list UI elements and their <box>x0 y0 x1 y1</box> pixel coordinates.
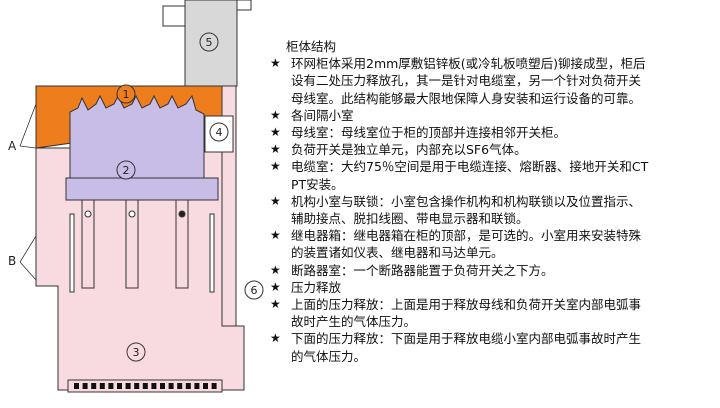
bullet-line: 上面的压力释放：上面是用于释放母线和负荷开关室内部电弧事 <box>291 297 642 313</box>
star-icon: ★ <box>270 331 281 346</box>
bullet-item: ★ 负荷开关是独立单元，内部充以SF6气体。 <box>270 141 716 158</box>
bullet-item: ★ 环网柜体采用2mm厚敷铝锌板(或冷轧板喷塑后)铆接成型，柜后设有二处压力释放孔… <box>270 55 716 107</box>
relay-box-side-strip <box>236 0 252 11</box>
bullet-item: ★ 母线室：母线室位于柜的顶部并连接相邻开关柜。 <box>270 124 716 141</box>
bullet-line: 下面的压力释放：下面是用于释放电缆小室内部电弧事故时产生 <box>291 331 642 347</box>
marker-5: 5 <box>199 32 219 52</box>
star-icon: ★ <box>270 159 281 174</box>
bullet-item: ★ 上面的压力释放：上面是用于释放母线和负荷开关室内部电弧事故时产生的气体压力。 <box>270 296 716 330</box>
load-switch-base <box>65 177 219 201</box>
side-label-a: A <box>8 139 17 153</box>
star-icon: ★ <box>270 56 281 71</box>
vent-slot <box>91 383 97 389</box>
bullet-item: ★ 机构小室与联锁：小室包含操作机构和机构联锁以及位置指示、辅助接点、脱扣线圈、带… <box>270 193 716 227</box>
bullet-line: 负荷开关是独立单元，内部充以SF6气体。 <box>291 142 527 158</box>
svg-text:6: 6 <box>251 284 258 297</box>
svg-text:5: 5 <box>206 36 213 49</box>
vent-slot <box>117 383 122 389</box>
marker-6: 6 <box>244 280 264 300</box>
bullet-line: 继电器箱：继电器箱在柜的顶部，是可选的。小室用来安装特殊 <box>291 228 642 244</box>
bullet-line: 母线室。此结构能够最大限地保障人身安装和运行设备的可靠。 <box>291 90 642 106</box>
marker-1: 1 <box>116 84 136 104</box>
vent-slot <box>203 383 208 389</box>
vent-slot <box>211 383 217 389</box>
terminal-dot-3 <box>178 210 186 218</box>
leader-line-b2 <box>19 261 37 281</box>
connection-bar-3 <box>175 199 189 289</box>
connection-bar-1 <box>81 199 95 289</box>
vent-slot <box>160 383 165 389</box>
vent-slot <box>82 383 88 389</box>
vent-slot <box>99 383 105 389</box>
leader-line-a2 <box>19 145 37 149</box>
bullet-line: 辅助接点、脱扣线圈、带电显示器和联锁。 <box>291 211 529 227</box>
vent-slot <box>185 383 191 389</box>
terminal-dot-2 <box>128 210 136 218</box>
bullet-item: ★ 断路器室：一个断路器能置于负荷开关之下方。 <box>270 262 716 279</box>
svg-text:3: 3 <box>133 346 140 359</box>
svg-text:2: 2 <box>123 164 130 177</box>
bottom-vent-grill <box>67 379 223 393</box>
svg-text:4: 4 <box>216 126 223 139</box>
star-icon: ★ <box>270 279 281 294</box>
vent-slot <box>194 383 200 389</box>
marker-3: 3 <box>126 342 146 362</box>
relay-box-tab <box>162 5 186 27</box>
vent-slot <box>134 383 140 389</box>
bullet-line: 母线室：母线室位于柜的顶部并连接相邻开关柜。 <box>291 125 567 141</box>
lower-vertical-divider-right <box>209 213 215 293</box>
vent-slot <box>151 383 157 389</box>
leader-line-b <box>19 235 37 263</box>
bullet-line: 压力释放 <box>291 279 342 295</box>
side-label-b: B <box>8 254 16 268</box>
vent-slot <box>177 383 183 389</box>
bullet-line: 环网柜体采用2mm厚敷铝锌板(或冷轧板喷塑后)铆接成型，柜后 <box>291 56 646 72</box>
bullet-item: ★ 压力释放 <box>270 279 716 296</box>
bullet-item: ★ 各间隔小室 <box>270 107 716 124</box>
section-title: 柜体结构 <box>286 39 337 54</box>
connection-bar-2 <box>125 199 139 289</box>
vent-slot <box>108 383 114 389</box>
structure-description: 柜体结构 ★ 环网柜体采用2mm厚敷铝锌板(或冷轧板喷塑后)铆接成型，柜后设有二处… <box>270 38 716 365</box>
star-icon: ★ <box>270 193 281 208</box>
star-icon: ★ <box>270 297 281 312</box>
load-switch-unit <box>69 94 205 201</box>
bullet-line: 的气体压力。 <box>291 348 367 364</box>
bullet-line: PT安装。 <box>291 176 344 192</box>
vent-slot <box>125 383 131 389</box>
star-icon: ★ <box>270 142 281 157</box>
vent-slot <box>142 383 148 389</box>
svg-text:1: 1 <box>123 88 130 101</box>
bullet-line: 各间隔小室 <box>291 107 354 123</box>
leader-line-a <box>19 103 37 147</box>
switchgear-cross-section-diagram: A B 1 2 3 4 5 6 <box>8 0 264 393</box>
bullet-line: 的装置诸如仪表、继电器和马达单元。 <box>291 245 504 261</box>
marker-2: 2 <box>116 160 136 180</box>
terminal-dot-1 <box>84 210 92 218</box>
bullet-item: ★ 下面的压力释放：下面是用于释放电缆小室内部电弧事故时产生的气体压力。 <box>270 330 716 364</box>
marker-4: 4 <box>209 122 229 142</box>
vent-slot <box>74 383 79 389</box>
star-icon: ★ <box>270 262 281 277</box>
bullet-line: 电缆室：大约75％空间是用于电缆连接、熔断器、接地开关和CT <box>291 159 649 175</box>
bullet-list: ★ 环网柜体采用2mm厚敷铝锌板(或冷轧板喷塑后)铆接成型，柜后设有二处压力释放孔… <box>270 55 716 365</box>
lower-vertical-divider-left <box>69 213 75 293</box>
bullet-line: 设有二处压力释放孔，其一是针对电缆室，另一个针对负荷开关 <box>291 73 642 89</box>
vent-slot <box>168 383 174 389</box>
star-icon: ★ <box>270 107 281 122</box>
star-icon: ★ <box>270 125 281 140</box>
bullet-line: 机构小室与联锁：小室包含操作机构和机构联锁以及位置指示、 <box>291 193 642 209</box>
bullet-line: 故时产生的气体压力。 <box>291 314 417 330</box>
star-icon: ★ <box>270 228 281 243</box>
bullet-item: ★ 继电器箱：继电器箱在柜的顶部，是可选的。小室用来安装特殊的装置诸如仪表、继电器… <box>270 227 716 261</box>
bullet-line: 断路器室：一个断路器能置于负荷开关之下方。 <box>291 262 554 278</box>
